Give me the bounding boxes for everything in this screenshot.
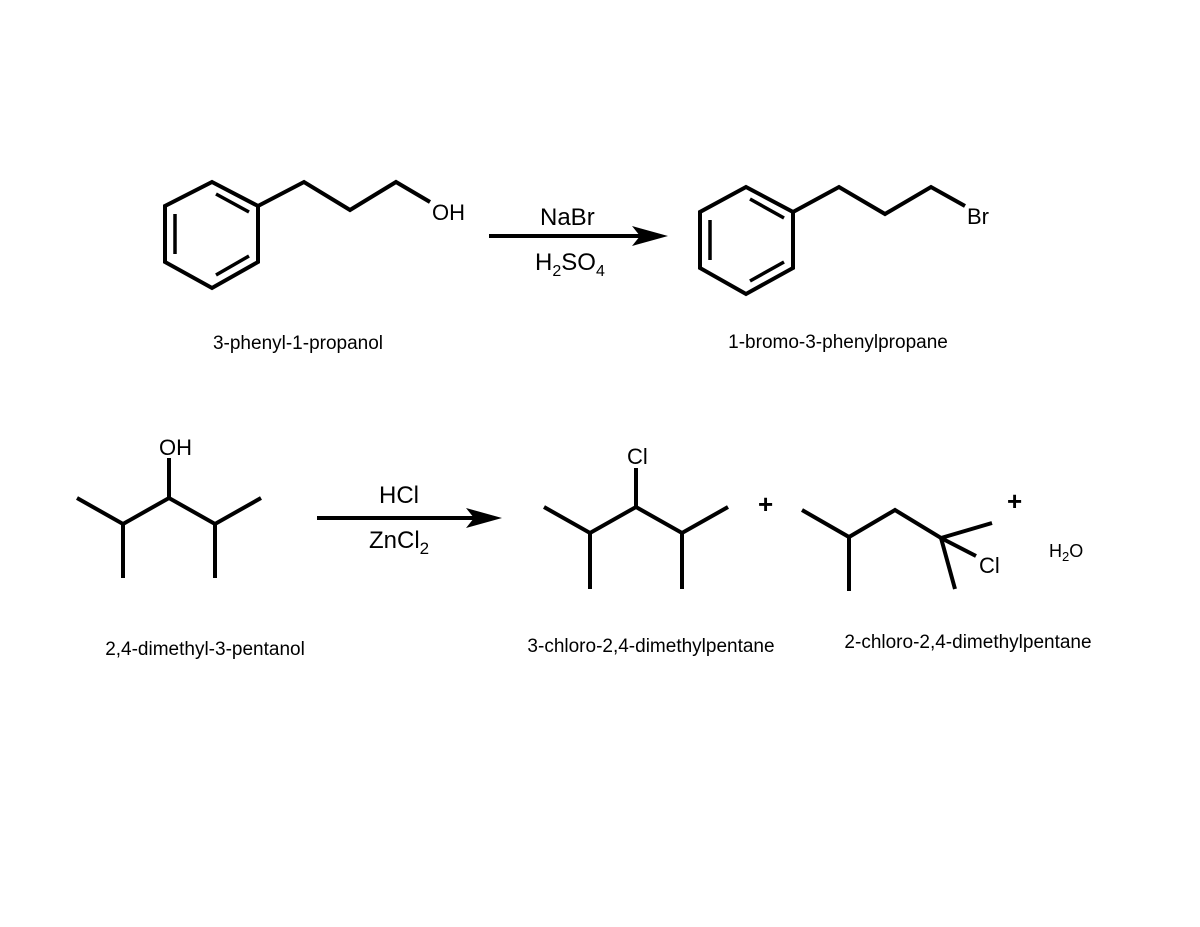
reagent-hcl: HCl xyxy=(379,482,419,509)
methyl-bond xyxy=(939,537,957,590)
product-1-name-label: 3-chloro-2,4-dimethylpentane xyxy=(527,636,774,657)
reagent-h2so4: H2SO4 xyxy=(535,249,605,280)
hydroxyl-label: OH xyxy=(432,200,465,225)
benzene-ring xyxy=(698,184,795,297)
chlorine-bond xyxy=(940,536,977,558)
molecule-2-chloro-2-4-dimethylpentane: Cl xyxy=(801,507,1000,591)
arrowhead-icon xyxy=(632,226,668,246)
reactant-name-label: 2,4-dimethyl-3-pentanol xyxy=(105,639,305,660)
reaction-2: OH HCl ZnCl2 Cl + Cl + H2O 2,4-di xyxy=(76,435,1092,660)
reaction-arrow-1: NaBr H2SO4 xyxy=(489,204,668,280)
plus-sign: + xyxy=(1007,486,1022,516)
propyl-chain xyxy=(792,184,966,217)
chlorine-label: Cl xyxy=(627,444,648,469)
aromatic-double-bond xyxy=(749,260,785,283)
reactant-name-label: 3-phenyl-1-propanol xyxy=(213,333,383,354)
molecule-3-phenyl-1-propanol: OH xyxy=(163,179,465,291)
propyl-chain xyxy=(257,179,432,213)
bromine-label: Br xyxy=(967,204,989,229)
reaction-arrow-2: HCl ZnCl2 xyxy=(317,482,502,558)
product-name-label: 1-bromo-3-phenylpropane xyxy=(728,332,948,353)
water-byproduct: H2O xyxy=(1049,541,1083,564)
chlorine-label: Cl xyxy=(979,553,1000,578)
carbon-skeleton xyxy=(801,507,993,541)
carbon-skeleton xyxy=(543,504,729,536)
product-2-name-label: 2-chloro-2,4-dimethylpentane xyxy=(844,632,1091,653)
hydroxyl-label: OH xyxy=(159,435,192,460)
plus-sign: + xyxy=(758,489,773,519)
aromatic-double-bond xyxy=(215,254,250,277)
molecule-1-bromo-3-phenylpropane: Br xyxy=(698,184,989,297)
reagent-nabr: NaBr xyxy=(540,204,595,231)
benzene-ring xyxy=(163,179,260,291)
reaction-1: OH NaBr H2SO4 Br 3-phenyl-1-propanol 1-b… xyxy=(163,179,989,354)
aromatic-double-bond xyxy=(749,197,785,220)
arrowhead-icon xyxy=(466,508,502,528)
carbon-skeleton xyxy=(76,495,262,527)
molecule-2-4-dimethyl-3-pentanol: OH xyxy=(76,435,262,578)
molecule-3-chloro-2-4-dimethylpentane: Cl xyxy=(543,444,729,589)
aromatic-double-bond xyxy=(215,192,250,214)
reagent-zncl2: ZnCl2 xyxy=(369,527,429,558)
